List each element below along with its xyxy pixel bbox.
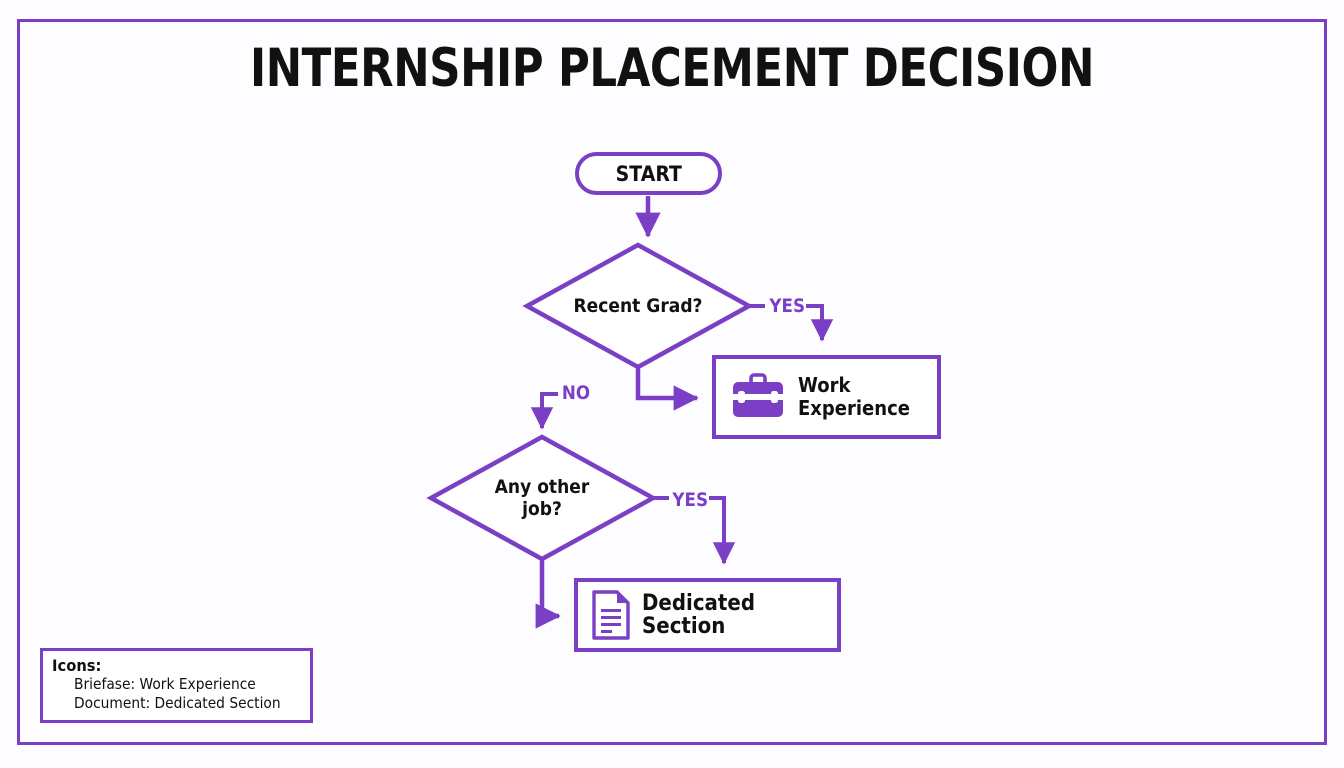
- page-border-frame: [17, 19, 1327, 745]
- legend-title: Icons:: [52, 656, 102, 675]
- briefcase-icon: [730, 373, 786, 421]
- outcome-node-work-experience[interactable]: Work Experience: [712, 355, 941, 439]
- decision-node-recent-grad[interactable]: Recent Grad?: [527, 245, 749, 367]
- start-node-label: START: [615, 161, 682, 186]
- outcome-label-dedicated-section: Dedicated Section: [642, 591, 755, 639]
- edge-label-no-recent-grad: NO: [561, 382, 591, 404]
- edge-label-yes-any-other-job: YES: [672, 489, 708, 511]
- decision-label-line-2: job?: [522, 498, 562, 520]
- start-node[interactable]: START: [575, 152, 722, 195]
- legend-entry-document: Document: Dedicated Section: [74, 694, 281, 712]
- outcome-label-work-experience: Work Experience: [798, 374, 910, 420]
- decision-label-line-1: Any other: [494, 476, 590, 498]
- legend-entry-briefcase: Briefase: Work Experience: [74, 675, 256, 693]
- outcome-label-line-2: Experience: [798, 396, 910, 420]
- decision-node-any-other-job[interactable]: Any other job?: [431, 437, 653, 559]
- edge-label-yes-recent-grad: YES: [769, 295, 805, 317]
- outcome-node-dedicated-section[interactable]: Dedicated Section: [574, 578, 841, 652]
- outcome-label-line-1: Work: [798, 373, 851, 397]
- legend-box: Icons: Briefase: Work Experience Documen…: [40, 648, 313, 723]
- page-title: INTERNSHIP PLACEMENT DECISION: [249, 38, 1095, 99]
- document-icon: [590, 589, 632, 641]
- decision-label-any-other-job: Any other job?: [442, 437, 642, 559]
- decision-label-recent-grad: Recent Grad?: [573, 295, 703, 317]
